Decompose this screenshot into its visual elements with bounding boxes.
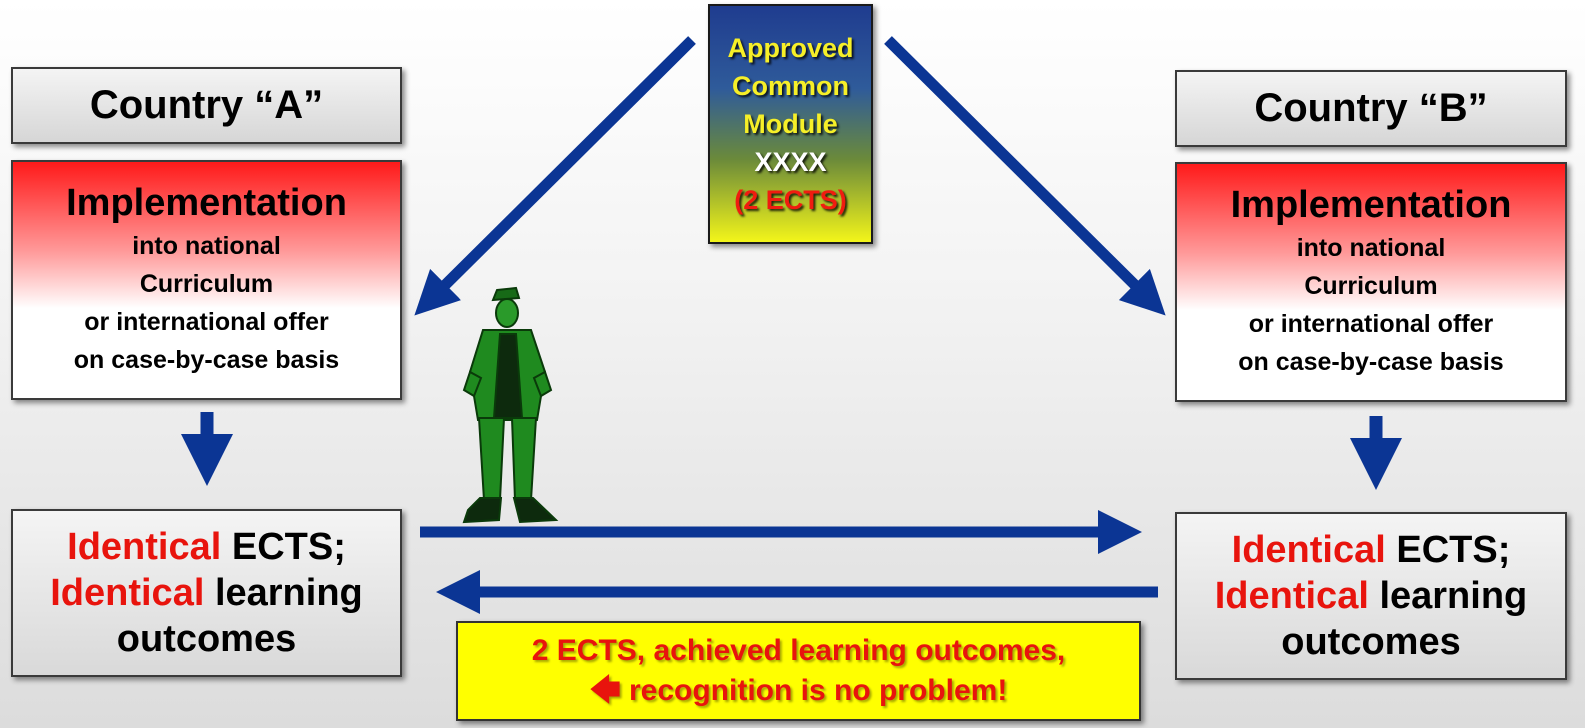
impl-a-line-3: or international offer xyxy=(84,308,329,336)
country-b-title: Country “B” xyxy=(1254,86,1488,130)
impl-a-line-1: into national xyxy=(132,232,281,260)
ident-a-line-1-rest: ECTS; xyxy=(221,526,346,568)
country-a-identical-box: Identical ECTS; Identical learning outco… xyxy=(11,509,402,677)
soldier-icon xyxy=(462,286,559,524)
module-line-3: Module xyxy=(743,109,838,139)
module-line-1: Approved xyxy=(727,33,854,63)
country-a-implementation-box: Implementation into national Curriculum … xyxy=(11,160,402,400)
ident-b-line-2-rest: learning xyxy=(1368,575,1528,617)
arrow-module-to-country-b xyxy=(884,36,1166,316)
ident-b-line-1: Identical ECTS; xyxy=(1232,527,1511,573)
ident-a-word-2: Identical xyxy=(50,572,205,614)
country-a-title: Country “A” xyxy=(89,83,324,127)
module-line-2: Common xyxy=(732,71,849,101)
country-b-implementation-box: Implementation into national Curriculum … xyxy=(1175,162,1567,402)
impl-a-line-2: Curriculum xyxy=(139,270,274,298)
impl-b-line-4: on case-by-case basis xyxy=(1238,348,1504,376)
ident-a-word-1: Identical xyxy=(67,526,222,568)
ident-b-word-2: Identical xyxy=(1214,575,1369,617)
country-b-title-box: Country “B” xyxy=(1175,70,1567,147)
ident-a-line-1: Identical ECTS; xyxy=(67,524,346,570)
ident-b-line-3: outcomes xyxy=(1281,621,1461,663)
impl-a-line-4: on case-by-case basis xyxy=(73,346,340,374)
module-code: XXXX xyxy=(754,147,827,177)
impl-b-title: Implementation xyxy=(1230,184,1512,226)
note-line-1: 2 ECTS, achieved learning outcomes, xyxy=(531,634,1066,667)
ident-a-line-2-rest: learning xyxy=(204,572,363,614)
impl-b-line-3: or international offer xyxy=(1248,310,1494,338)
note-line-2: 🡄 recognition is no problem! xyxy=(589,674,1008,707)
ident-b-line-1-rest: ECTS; xyxy=(1385,529,1511,571)
ident-a-line-2: Identical learning xyxy=(50,570,363,616)
arrow-module-to-country-a xyxy=(414,36,696,316)
recognition-note-box: 2 ECTS, achieved learning outcomes, 🡄 re… xyxy=(456,621,1141,721)
country-a-title-box: Country “A” xyxy=(11,67,402,144)
module-credits: (2 ECTS) xyxy=(734,185,847,215)
common-module-box: Approved Common Module XXXX (2 ECTS) xyxy=(708,4,873,244)
country-b-identical-box: Identical ECTS; Identical learning outco… xyxy=(1175,512,1567,680)
impl-b-line-2: Curriculum xyxy=(1304,272,1438,300)
impl-a-title: Implementation xyxy=(66,182,347,224)
ident-b-word-1: Identical xyxy=(1231,529,1386,571)
ident-b-line-2: Identical learning xyxy=(1215,573,1528,619)
ident-a-line-3: outcomes xyxy=(116,618,297,660)
impl-b-line-1: into national xyxy=(1296,234,1446,262)
